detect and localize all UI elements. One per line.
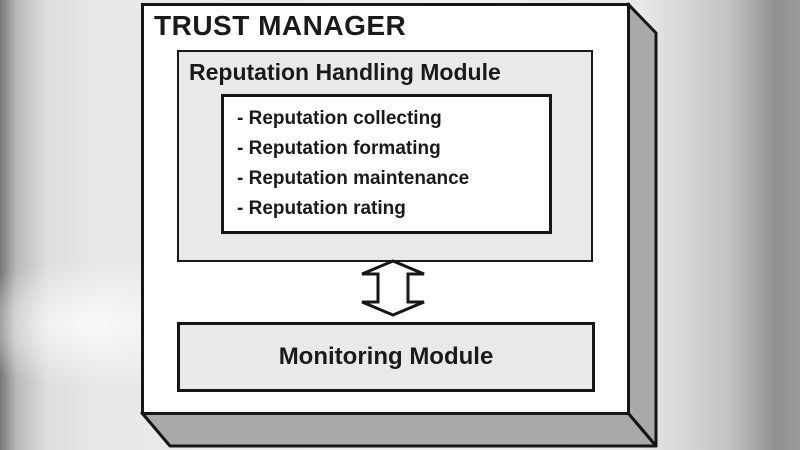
trust-manager-title: TRUST MANAGER <box>154 10 407 41</box>
function-item: - Reputation rating <box>237 198 406 219</box>
function-item: - Reputation collecting <box>237 108 442 129</box>
monitoring-module: Monitoring Module <box>177 322 595 392</box>
reputation-functions-box: - Reputation collecting - Reputation for… <box>221 94 552 234</box>
bidirectional-arrow-icon <box>361 259 425 317</box>
monitoring-module-title: Monitoring Module <box>278 343 494 370</box>
reputation-function-list: - Reputation collecting - Reputation for… <box>237 104 469 224</box>
box-right-face <box>626 2 658 448</box>
reputation-handling-module-title: Reputation Handling Module <box>189 59 501 85</box>
function-item: - Reputation maintenance <box>237 168 470 189</box>
connector <box>359 259 427 317</box>
function-item: - Reputation formating <box>237 138 441 159</box>
box-bottom-face <box>140 411 658 448</box>
reputation-handling-module: Reputation Handling Module - Reputation … <box>177 50 593 262</box>
trust-manager-box: TRUST MANAGER Reputation Handling Module… <box>141 3 630 415</box>
